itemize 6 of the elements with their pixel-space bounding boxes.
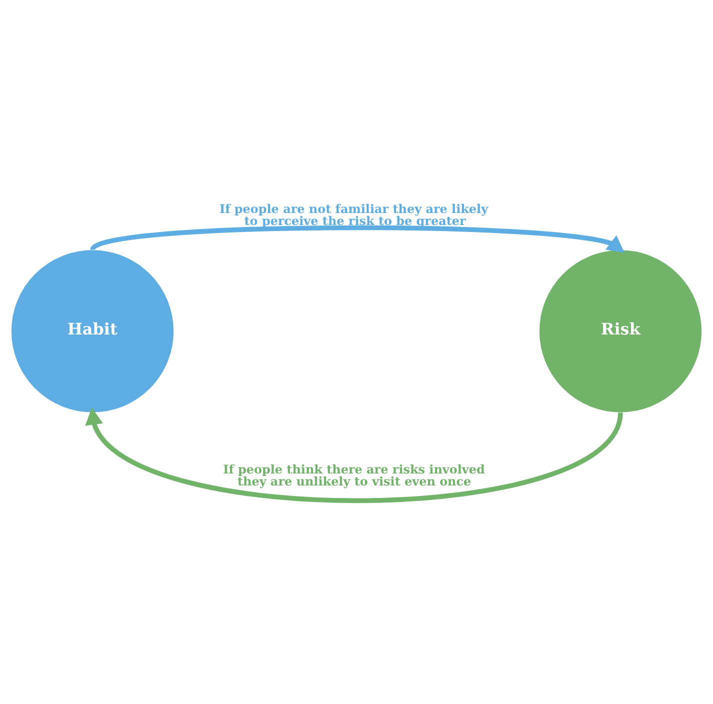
arrow (91, 224, 625, 252)
arrow (85, 407, 623, 502)
node-circle: Habit (11, 250, 174, 412)
node-circle: Risk (539, 250, 702, 412)
edge-label: If people think there are risks involved they are unlikely to visit even once (223, 462, 485, 488)
edge-label: If people are not familiar they are likely to perceive the risk to be greater (220, 201, 488, 228)
